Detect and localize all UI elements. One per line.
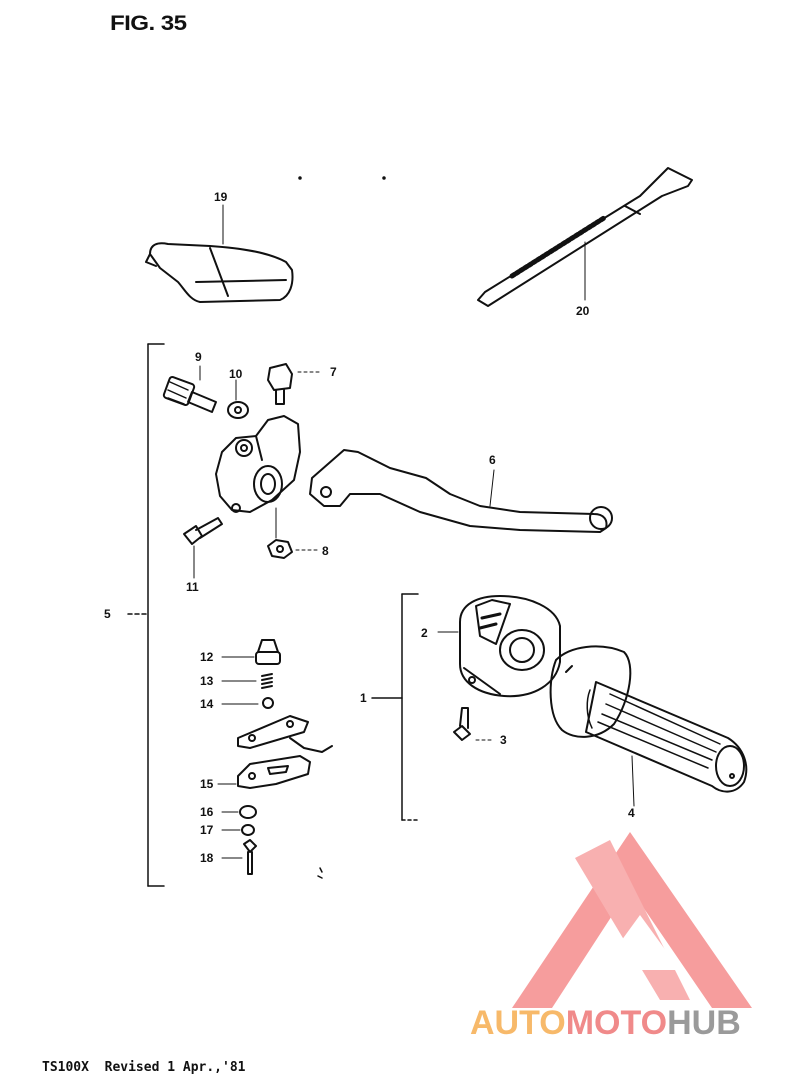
part-2-grip-housing	[437, 595, 561, 698]
switch-contact-plate	[237, 715, 333, 753]
part-14-ball	[221, 697, 274, 709]
callout-20: 20	[576, 304, 590, 318]
watermark-part-hub: HUB	[667, 1004, 741, 1042]
callout-7: 7	[330, 365, 337, 379]
part-11-bolt	[183, 517, 223, 579]
part-4-hand-grip	[549, 645, 748, 807]
callout-5: 5	[104, 607, 111, 621]
part-10-lock-nut	[227, 379, 249, 419]
callout-10: 10	[229, 367, 243, 381]
part-16-nut	[221, 805, 257, 819]
part-8-nut	[267, 539, 319, 559]
watermark-logo	[512, 832, 752, 1008]
part-20-cable-tie	[477, 167, 693, 307]
watermark-wordmark: AUTOMOTOHUB	[470, 1004, 741, 1043]
part-18-screw	[221, 839, 257, 875]
callout-18: 18	[200, 851, 214, 865]
callout-12: 12	[200, 650, 214, 664]
figure-title: FIG. 35	[110, 12, 187, 35]
watermark-part-moto: MOTO	[565, 1004, 668, 1042]
watermark-part-auto: AUTO	[470, 1004, 566, 1042]
part-13-spring	[221, 673, 273, 689]
callout-14: 14	[200, 697, 214, 711]
bracket-5	[127, 343, 165, 887]
part-12-screw	[221, 639, 281, 665]
callout-13: 13	[200, 674, 214, 688]
bracket-1	[371, 593, 419, 821]
part-15-switch-housing	[217, 755, 311, 789]
callout-6: 6	[489, 453, 496, 467]
callout-16: 16	[200, 805, 214, 819]
callout-17: 17	[200, 823, 214, 837]
stray-marks	[298, 176, 386, 879]
part-17-washer	[221, 824, 255, 836]
callout-1: 1	[360, 691, 367, 705]
callout-11: 11	[186, 580, 199, 594]
callout-19: 19	[214, 190, 228, 204]
callout-3: 3	[500, 733, 507, 747]
callout-4: 4	[628, 806, 635, 820]
callout-2: 2	[421, 626, 428, 640]
callout-15: 15	[200, 777, 214, 791]
part-19-lever-cover	[145, 204, 294, 303]
lever-holder-body	[215, 415, 301, 539]
part-9-adjuster-bolt	[162, 365, 217, 413]
part-7-pivot-bolt	[267, 363, 321, 405]
revision-footer: TS100X Revised 1 Apr.,'81	[42, 1060, 246, 1075]
callout-9: 9	[195, 350, 202, 364]
callout-8: 8	[322, 544, 329, 558]
part-6-clutch-lever	[309, 449, 613, 533]
part-3-screw	[453, 707, 495, 741]
